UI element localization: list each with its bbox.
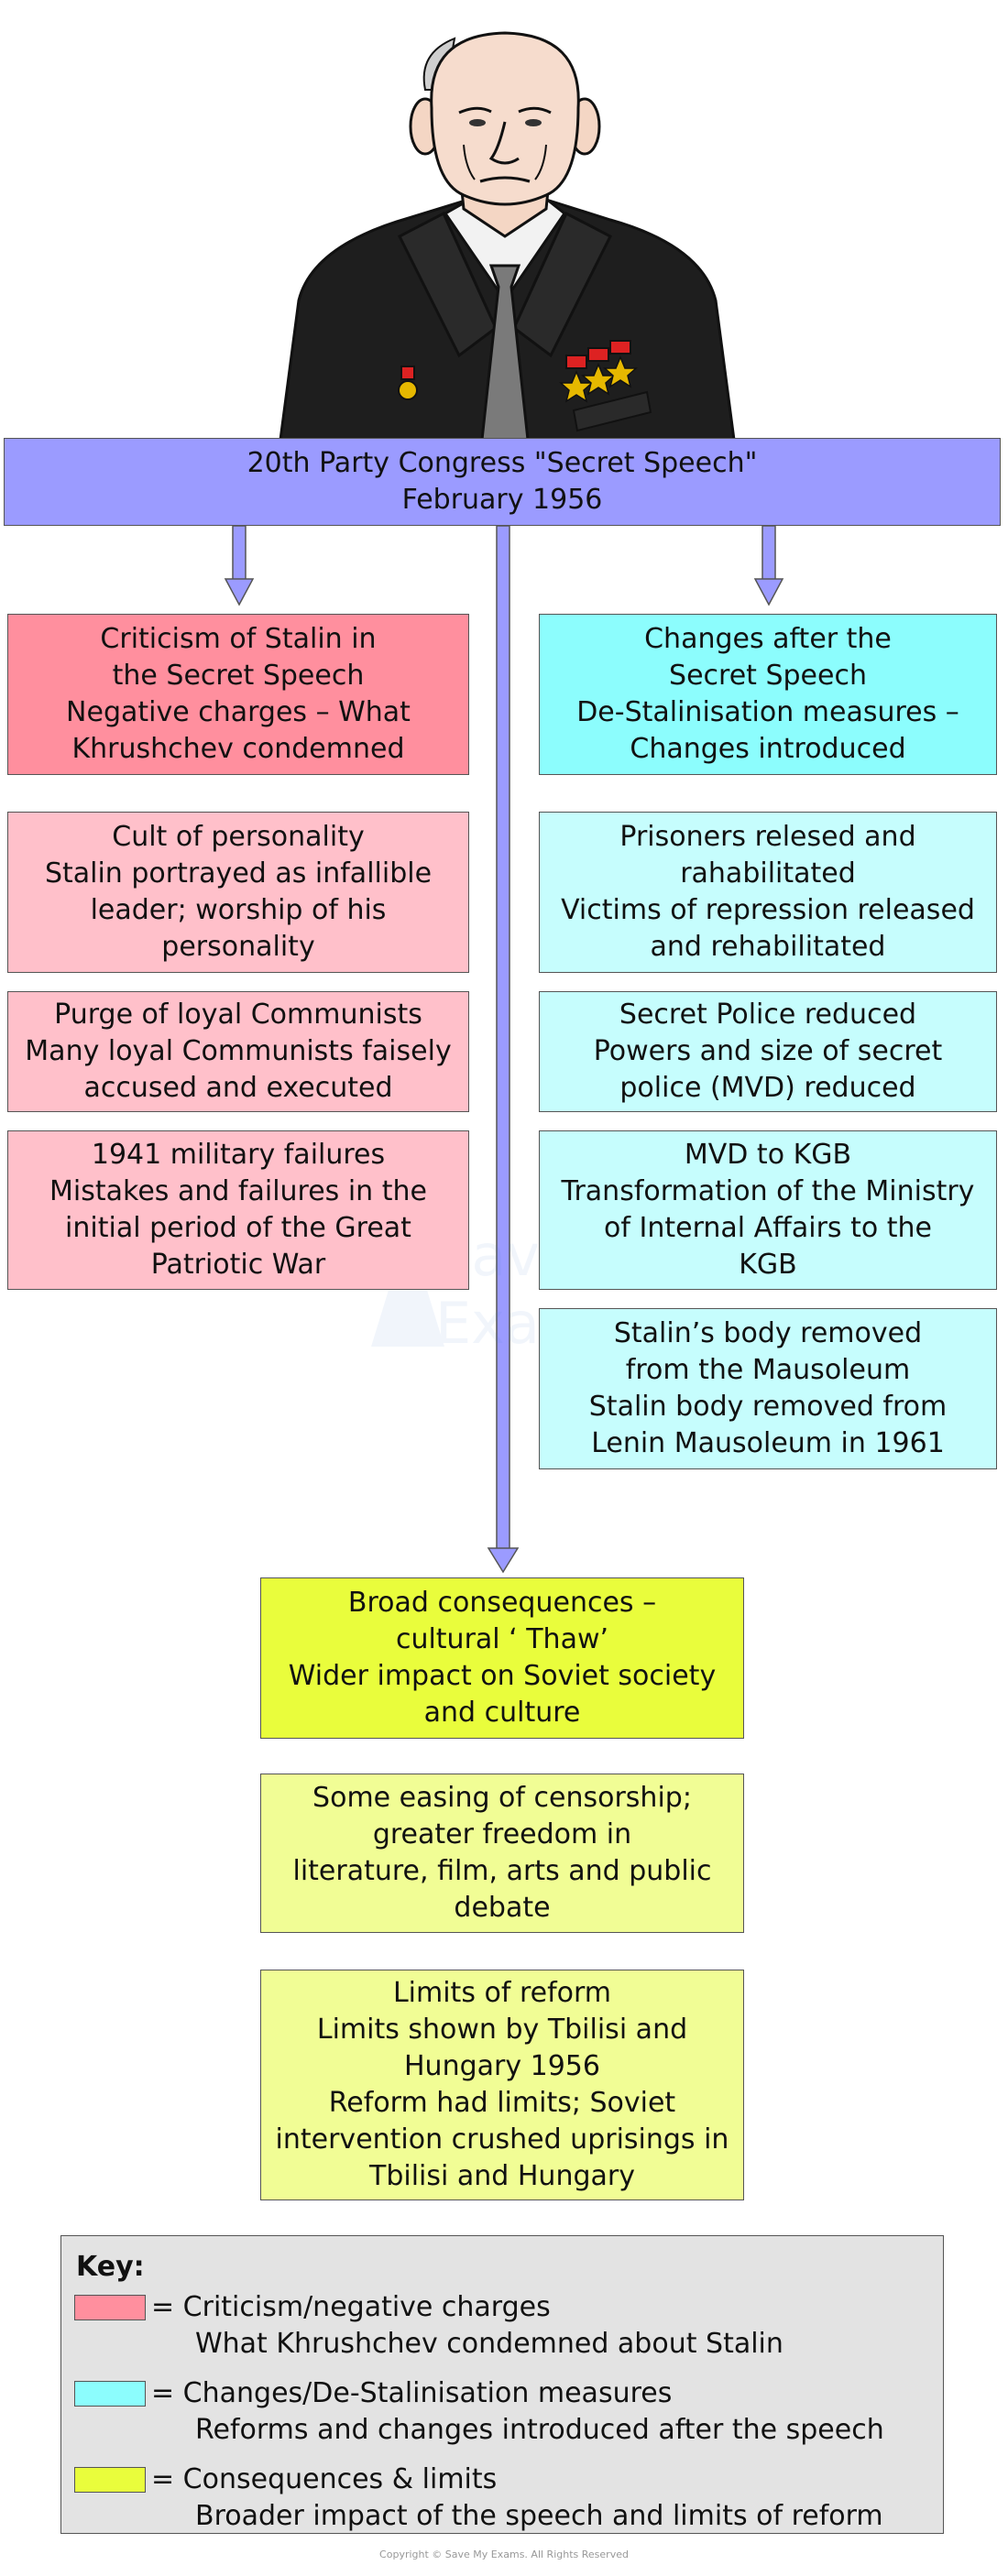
censorship-easing-box: Some easing of censorship; greater freed… xyxy=(260,1774,744,1933)
banner-date: February 1956 xyxy=(401,484,603,516)
key-legend: Key: = Criticism/negative charges What K… xyxy=(60,2235,944,2534)
banner-title: 20th Party Congress "Secret Speech" xyxy=(247,447,758,479)
limits-of-reform-box: Limits of reform Limits shown by Tbilisi… xyxy=(260,1970,744,2200)
secret-police-box: Secret Police reduced Powers and size of… xyxy=(539,991,997,1112)
criticism-header-box: Criticism of Stalin in the Secret Speech… xyxy=(7,614,469,775)
key-entry-criticism: = Criticism/negative charges What Khrush… xyxy=(74,2291,926,2364)
stalin-body-removed-box: Stalin’s body removed from the Mausoleum… xyxy=(539,1308,997,1469)
mvd-to-kgb-box: MVD to KGB Transformation of the Ministr… xyxy=(539,1130,997,1290)
key-swatch-consequences xyxy=(74,2467,146,2493)
cult-of-personality-box: Cult of personality Stalin portrayed as … xyxy=(7,812,469,973)
prisoners-released-box: Prisoners relesed and rahabilitated Vict… xyxy=(539,812,997,973)
arrow-right-branch xyxy=(753,525,784,606)
consequences-header-box: Broad consequences – cultural ‘ Thaw’ Wi… xyxy=(260,1577,744,1739)
key-title: Key: xyxy=(76,2251,145,2283)
secret-speech-banner: 20th Party Congress "Secret Speech" Febr… xyxy=(4,438,1001,526)
key-entry-consequences: = Consequences & limits Broader impact o… xyxy=(74,2463,926,2537)
arrow-center-trunk xyxy=(487,525,520,1574)
purge-box: Purge of loyal Communists Many loyal Com… xyxy=(7,991,469,1112)
copyright-notice: Copyright © Save My Exams. All Rights Re… xyxy=(379,2549,629,2560)
key-swatch-criticism xyxy=(74,2295,146,2320)
changes-header-box: Changes after the Secret Speech De-Stali… xyxy=(539,614,997,775)
khrushchev-portrait-icon xyxy=(279,31,736,440)
arrow-left-branch xyxy=(224,525,255,606)
military-failures-box: 1941 military failures Mistakes and fail… xyxy=(7,1130,469,1290)
key-swatch-changes xyxy=(74,2381,146,2407)
key-entry-changes: = Changes/De-Stalinisation measures Refo… xyxy=(74,2377,926,2450)
